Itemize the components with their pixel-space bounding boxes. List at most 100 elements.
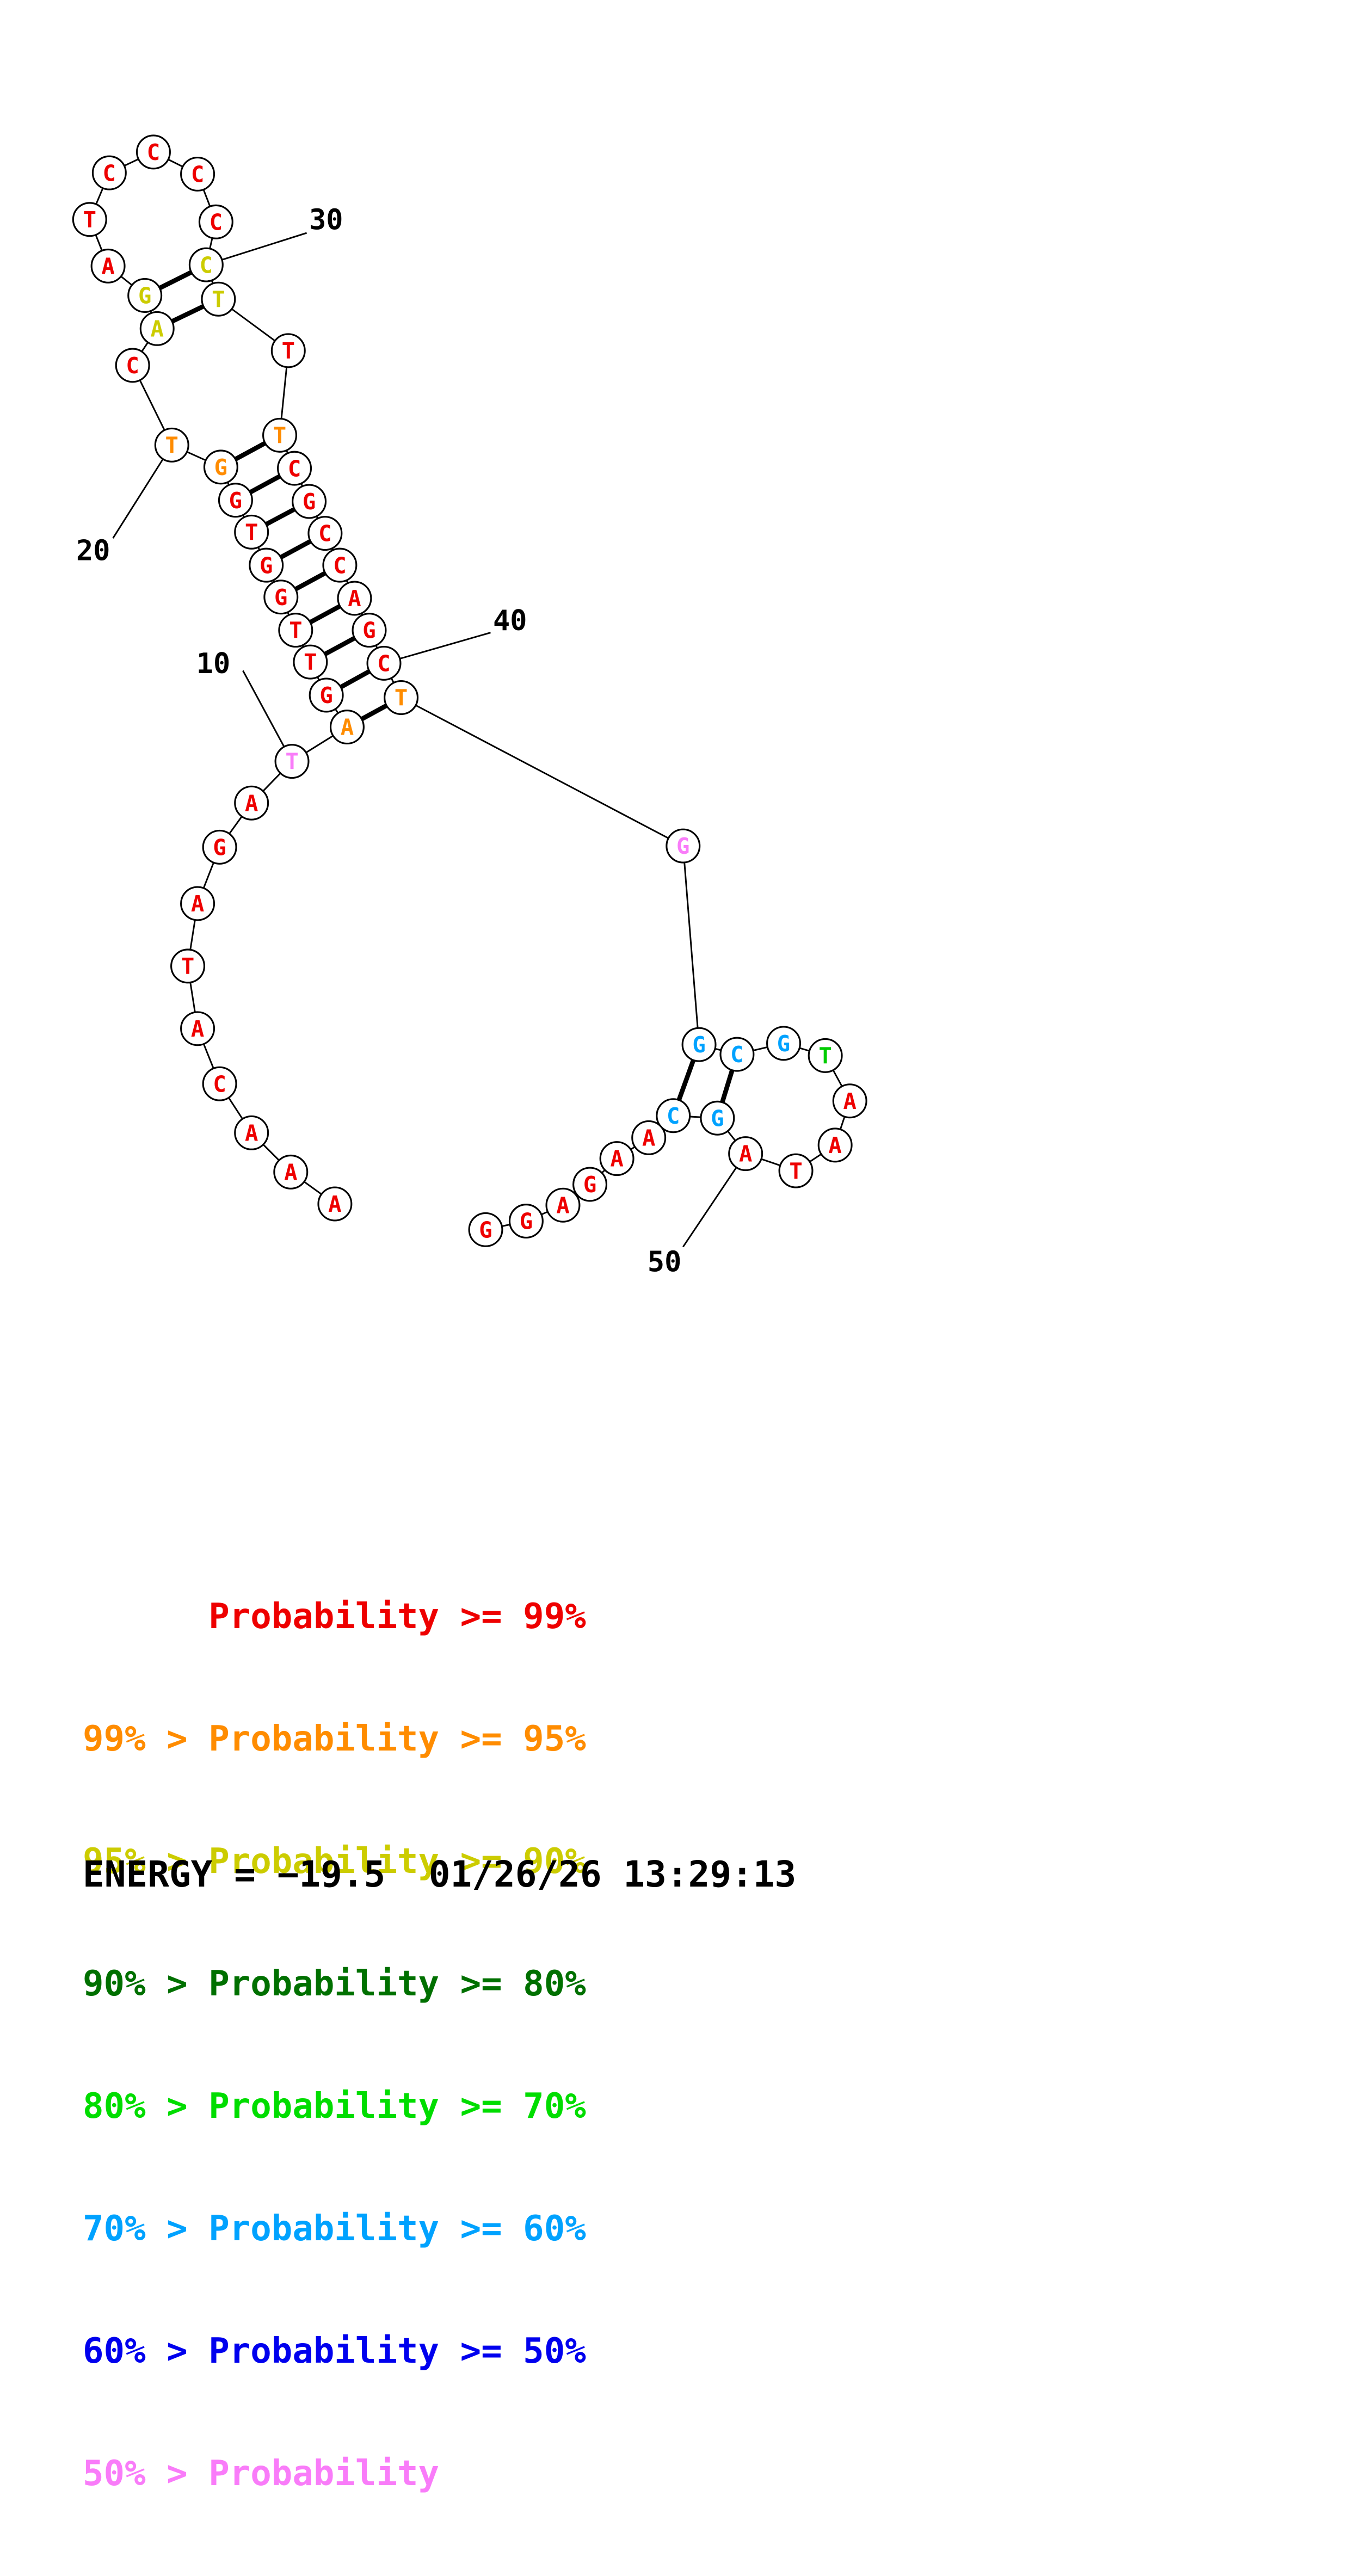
sequence-index-label: 30: [309, 204, 343, 236]
nucleotide-base: G: [229, 488, 242, 514]
nucleotide-circle: [656, 1098, 691, 1133]
nucleotide-base: A: [739, 1141, 752, 1167]
legend-entry-p99: Probability >= 99%: [83, 1597, 586, 1637]
nucleotide-circle: [832, 1083, 867, 1119]
nucleotide-base: A: [245, 790, 258, 816]
nucleotide-circle: [366, 645, 402, 681]
nucleotide-circle: [91, 155, 127, 190]
nucleotide-circle: [766, 1026, 802, 1061]
nucleotide-54: A: [599, 1141, 635, 1176]
nucleotide-circle: [599, 1141, 635, 1176]
nucleotide-circle: [384, 680, 419, 715]
nucleotide-base: A: [348, 586, 361, 612]
nucleotide-57: G: [508, 1204, 544, 1239]
nucleotide-circle: [337, 581, 372, 616]
nucleotide-base: C: [667, 1103, 680, 1129]
nucleotide-19: G: [203, 449, 238, 485]
nucleotide-base: T: [181, 953, 194, 979]
nucleotide-39: G: [352, 613, 387, 648]
nucleotide-base: T: [83, 207, 96, 233]
sequence-index-label: 20: [76, 535, 110, 568]
nucleotide-base: G: [303, 489, 316, 515]
nucleotide-base: G: [583, 1172, 596, 1198]
nucleotide-32: T: [270, 333, 306, 368]
nucleotide-circle: [234, 514, 269, 550]
nucleotide-base: C: [377, 651, 390, 677]
nucleotide-circle: [188, 247, 224, 282]
nucleotide-base: A: [341, 714, 354, 741]
nucleotide-base: C: [318, 521, 331, 547]
nucleotide-9: A: [234, 785, 269, 821]
nucleotide-16: G: [249, 547, 284, 583]
nucleotide-base: A: [151, 316, 164, 342]
nucleotide-34: C: [277, 451, 312, 486]
nucleotide-circle: [203, 449, 238, 485]
nucleotide-base: G: [711, 1105, 724, 1131]
nucleotide-37: C: [322, 547, 358, 583]
legend-entry-p70-80: 80% > Probability >= 70%: [83, 2086, 586, 2127]
nucleotide-58: G: [468, 1212, 503, 1247]
nucleotide-49: T: [778, 1153, 814, 1188]
nucleotide-circle: [274, 744, 310, 779]
nucleotide-circle: [262, 417, 298, 453]
nucleotide-base: G: [260, 552, 273, 578]
nucleotide-10: T: [274, 744, 310, 779]
nucleotide-circle: [154, 427, 189, 463]
nucleotide-23: G: [127, 278, 163, 313]
nucleotide-circle: [201, 281, 236, 317]
nucleotide-27: C: [135, 134, 171, 170]
nucleotide-21: C: [115, 348, 150, 383]
nucleotide-base: G: [274, 584, 287, 611]
nucleotide-47: A: [832, 1083, 867, 1119]
nucleotide-6: T: [170, 948, 206, 984]
nucleotide-51: G: [700, 1100, 735, 1136]
legend-entry-p95-99: 99% > Probability >= 95%: [83, 1719, 586, 1759]
nucleotide-base: G: [520, 1209, 533, 1235]
nucleotide-circle: [293, 644, 328, 680]
nucleotide-base: G: [138, 283, 151, 309]
nucleotide-circle: [270, 333, 306, 368]
nucleotide-circle: [234, 785, 269, 821]
nucleotide-circle: [817, 1127, 853, 1163]
nucleotide-43: G: [681, 1027, 717, 1062]
nucleotide-circle: [170, 948, 206, 984]
nucleotide-base: A: [191, 1016, 204, 1042]
nucleotide-circle: [202, 829, 237, 865]
index-leader-line: [112, 445, 173, 539]
sequence-index-label: 40: [493, 605, 527, 637]
nucleotide-circle: [352, 613, 387, 648]
nucleotide-base: C: [333, 552, 346, 578]
nucleotide-base: G: [214, 454, 227, 480]
nucleotide-circle: [292, 484, 327, 519]
nucleotide-base: C: [147, 139, 160, 165]
nucleotide-circle: [317, 1186, 353, 1222]
nucleotide-circle: [273, 1154, 309, 1190]
nucleotide-circle: [309, 677, 344, 713]
nucleotide-circle: [139, 311, 175, 346]
nucleotide-base: A: [828, 1132, 841, 1158]
index-leader-line: [682, 1153, 747, 1248]
nucleotide-base: C: [126, 353, 139, 379]
sequence-index-label: 50: [648, 1246, 681, 1278]
nucleotide-18: G: [218, 483, 253, 518]
nucleotide-46: T: [808, 1038, 843, 1073]
nucleotide-circle: [322, 547, 358, 583]
nucleotide-base: C: [210, 209, 223, 235]
nucleotide-base: T: [789, 1158, 802, 1184]
nucleotide-base: A: [245, 1120, 258, 1146]
nucleotide-circle: [180, 156, 215, 192]
nucleotide-circle: [719, 1037, 755, 1072]
nucleotide-36: C: [307, 516, 343, 551]
nucleotide-base: T: [304, 649, 317, 675]
nucleotide-base: G: [362, 618, 375, 644]
nucleotide-26: C: [91, 155, 127, 190]
nucleotide-48: A: [817, 1127, 853, 1163]
nucleotide-base: C: [730, 1042, 743, 1068]
nucleotide-circle: [545, 1187, 581, 1223]
nucleotide-17: T: [234, 514, 269, 550]
backbone-segment: [401, 697, 683, 847]
nucleotide-base: C: [103, 160, 116, 186]
nucleotide-circle: [666, 828, 701, 864]
nucleotide-base: C: [191, 162, 204, 188]
nucleotide-base: T: [273, 422, 286, 448]
